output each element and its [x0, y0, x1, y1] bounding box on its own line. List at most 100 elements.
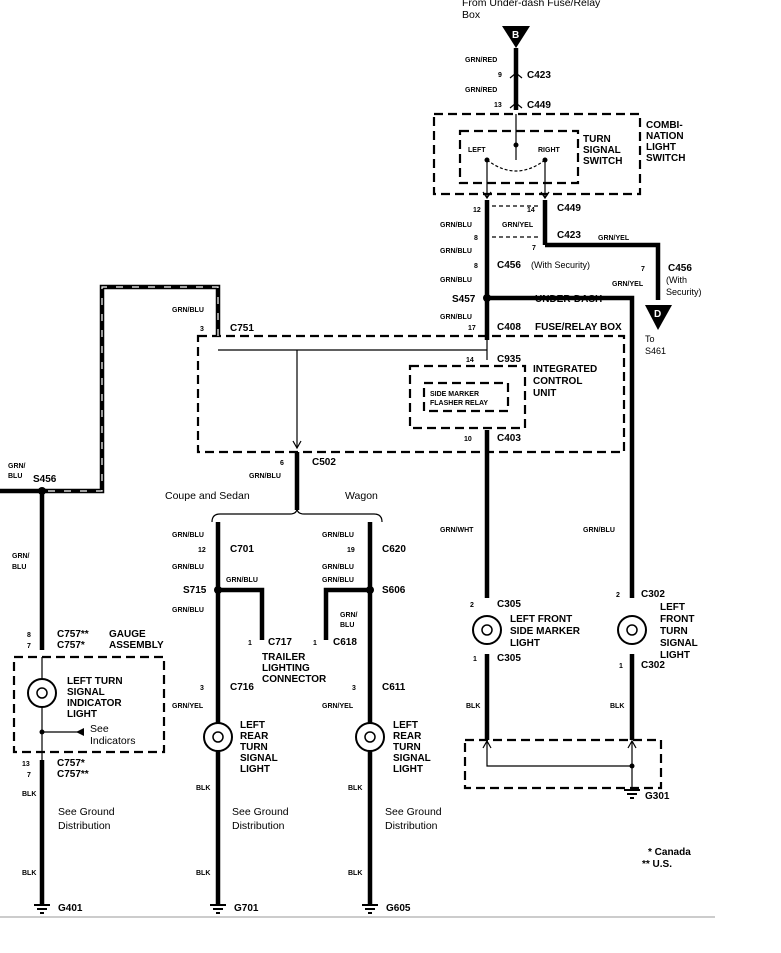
icu-label-1: INTEGRATED: [533, 364, 597, 375]
label-g401: G401: [58, 903, 83, 914]
pin-13b: 13: [22, 761, 30, 768]
ind-label-3: INDICATOR: [67, 698, 122, 709]
pin-2b: 2: [616, 592, 620, 599]
label-s457: S457: [452, 294, 476, 305]
combo-label-1: COMBI-: [646, 120, 683, 131]
pin-10: 10: [464, 436, 472, 443]
lfsm-label-1: LEFT FRONT: [510, 614, 572, 625]
label-s715: S715: [183, 585, 207, 596]
lftsl-label-5: LIGHT: [660, 650, 690, 661]
lfsm-label-3: LIGHT: [510, 638, 540, 649]
wire-blk-5: BLK: [348, 785, 362, 792]
wire-grn-blu-9: GRN/BLU: [172, 564, 204, 571]
from-text-2: Box: [462, 9, 481, 21]
wire-grn-blu-7: GRN/BLU: [249, 473, 281, 480]
rear-bulb-coupe: [203, 722, 233, 752]
pin-8a: 8: [474, 235, 478, 242]
label-c701: C701: [230, 544, 254, 555]
wire-blk-1: BLK: [22, 791, 36, 798]
indicator-bulb: [27, 678, 57, 708]
label-c449-top: C449: [527, 100, 551, 111]
pin-17: 17: [468, 325, 476, 332]
label-c502: C502: [312, 457, 336, 468]
label-c751: C751: [230, 323, 254, 334]
label-c423-top: C423: [527, 70, 551, 81]
connector-d-arrow: [645, 305, 672, 330]
wire-grn-blu-4: GRN/BLU: [440, 314, 472, 321]
lrtsl-coupe-2: REAR: [240, 731, 269, 742]
label-g701: G701: [234, 903, 259, 914]
label-coupe: Coupe and Sedan: [165, 490, 250, 502]
label-c935: C935: [497, 354, 521, 365]
wire-grn-yel-2: GRN/YEL: [598, 235, 630, 242]
wire-blk-7: BLK: [466, 703, 480, 710]
lrtsl-wagon-3: TURN: [393, 742, 421, 753]
connector-d-label: D: [654, 309, 661, 320]
label-c302-top: C302: [641, 589, 665, 600]
label-c305-bottom: C305: [497, 653, 521, 664]
wire-grn-blu-12: GRN/BLU: [322, 532, 354, 539]
lrtsl-coupe-3: TURN: [240, 742, 268, 753]
ind-label-1: LEFT TURN: [67, 676, 123, 687]
indicators-label: Indicators: [90, 735, 136, 747]
relay-label-2: FLASHER RELAY: [430, 400, 488, 407]
lrtsl-coupe-5: LIGHT: [240, 764, 270, 775]
wire-grn-blu-8: GRN/BLU: [172, 532, 204, 539]
wire-grn-2: GRN/: [340, 612, 358, 619]
label-c757-3: C757*: [57, 758, 85, 769]
lftsl-label-3: TURN: [660, 626, 688, 637]
distribution-2: Distribution: [232, 820, 285, 832]
pin-1d: 1: [619, 663, 623, 670]
label-c449-bottom: C449: [557, 203, 581, 214]
label-s456: S456: [33, 474, 57, 485]
wire-blk-4: BLK: [196, 870, 210, 877]
turn-label-3: SWITCH: [583, 156, 622, 167]
switch-right: RIGHT: [538, 147, 561, 154]
lrtsl-coupe-1: LEFT: [240, 720, 265, 731]
pin-12b: 12: [198, 547, 206, 554]
wire-grn-blu-5: GRN/BLU: [172, 307, 204, 314]
wire-grn-yel-1: GRN/YEL: [502, 222, 534, 229]
label-c620: C620: [382, 544, 406, 555]
ind-label-2: SIGNAL: [67, 687, 105, 698]
label-c302-bottom: C302: [641, 660, 665, 671]
pin-8b: 8: [474, 263, 478, 270]
combination-switch-box: [432, 112, 642, 196]
wire-grn-yel-4: GRN/YEL: [172, 703, 204, 710]
connector-c423-top: [509, 72, 523, 79]
wire-grn-blu-3: GRN/BLU: [440, 277, 472, 284]
label-c757-1: C757**: [57, 629, 89, 640]
label-security: Security): [666, 287, 702, 297]
trailer-label-1: TRAILER: [262, 652, 306, 663]
pin-7b: 7: [641, 266, 645, 273]
pin-19: 19: [347, 547, 355, 554]
lrtsl-wagon-1: LEFT: [393, 720, 418, 731]
flasher-relay-box: [422, 381, 510, 413]
pin-8c: 8: [27, 632, 31, 639]
pin-1b: 1: [313, 640, 317, 647]
pin-6: 6: [280, 460, 284, 467]
label-s461: S461: [645, 346, 666, 356]
turn-label-2: SIGNAL: [583, 145, 621, 156]
see-ground-3: See Ground: [385, 806, 442, 818]
pin-14b: 14: [466, 357, 474, 364]
label-c403: C403: [497, 433, 521, 444]
lfsm-label-2: SIDE MARKER: [510, 626, 581, 637]
pin-1a: 1: [248, 640, 252, 647]
rear-bulb-wagon: [355, 722, 385, 752]
ud-label-1: UNDER-DASH: [535, 294, 602, 305]
ground-g301-box: [463, 738, 663, 790]
pin-3c: 3: [352, 685, 356, 692]
icu-label-2: CONTROL: [533, 376, 582, 387]
see-ground-1: See Ground: [58, 806, 115, 818]
switch-left: LEFT: [468, 147, 486, 154]
pin-13: 13: [494, 102, 502, 109]
distribution-1: Distribution: [58, 820, 111, 832]
legend-us: ** U.S.: [642, 859, 672, 870]
connector-b-label: B: [512, 30, 519, 41]
trailer-label-2: LIGHTING: [262, 663, 310, 674]
label-wagon: Wagon: [345, 490, 378, 502]
wire-grn-blu-13: GRN/BLU: [322, 564, 354, 571]
wire-label-grn-red-1: GRN/RED: [465, 57, 497, 64]
lrtsl-wagon-5: LIGHT: [393, 764, 423, 775]
